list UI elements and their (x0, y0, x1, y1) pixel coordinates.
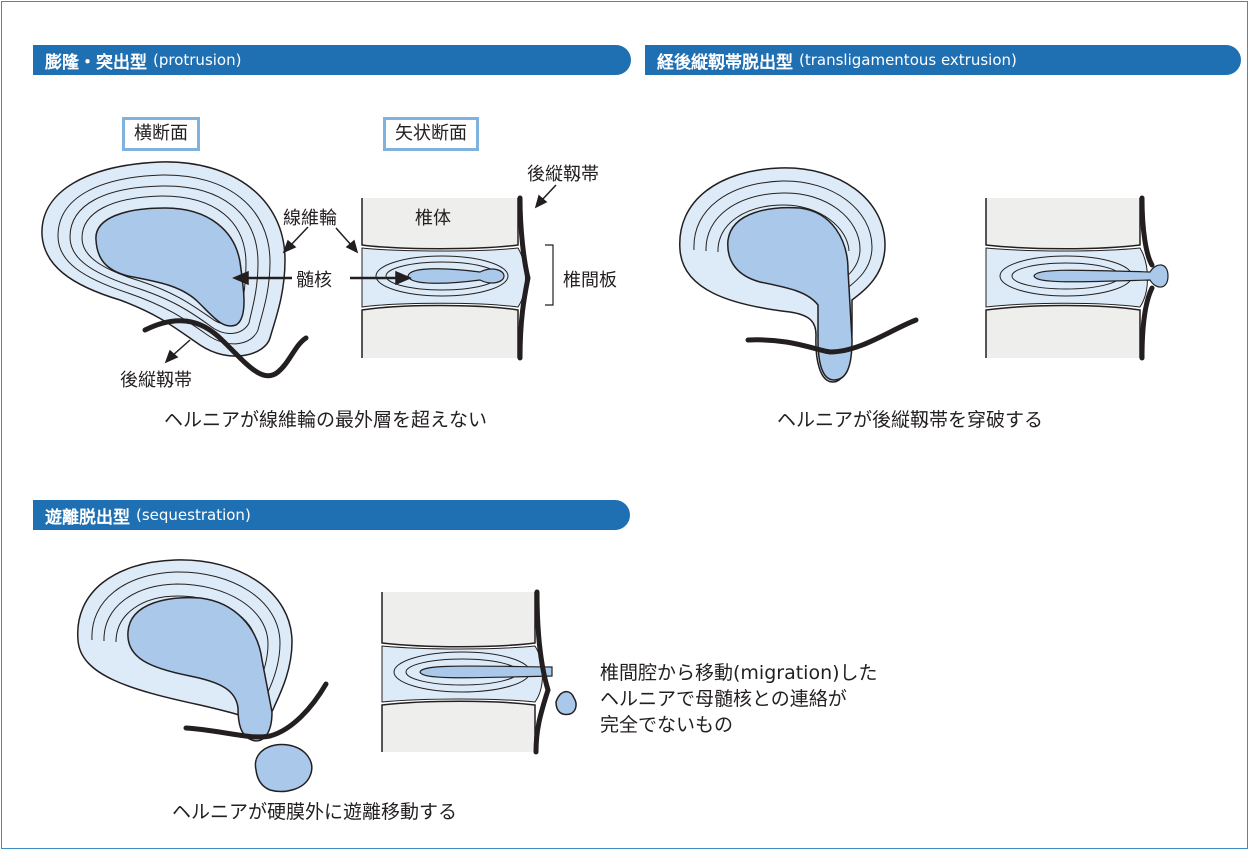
protrusion-axial-disc (41, 161, 309, 379)
extrusion-sagittal (985, 195, 1169, 361)
note-line-1: 椎間腔から移動(migration)した (600, 662, 878, 684)
caption-sequestration: ヘルニアが硬膜外に遊離移動する (172, 801, 458, 823)
label-axial: 横断面 (122, 117, 200, 151)
header-extrusion-jp: 経後縦靱帯脱出型 (657, 52, 793, 73)
header-sequestration: 遊離脱出型 (sequestration) (33, 500, 630, 530)
header-protrusion-jp: 膨隆・突出型 (45, 52, 147, 73)
label-vertebral-body: 椎体 (415, 208, 451, 229)
header-extrusion: 経後縦靱帯脱出型 (transligamentous extrusion) (645, 45, 1241, 75)
header-sequestration-en: (sequestration) (136, 506, 251, 524)
label-sagittal: 矢状断面 (383, 117, 479, 151)
sequestration-note: 椎間腔から移動(migration)した ヘルニアで母髄核との連絡が 完全でない… (600, 660, 878, 738)
note-line-2: ヘルニアで母髄核との連絡が (600, 688, 847, 710)
label-pll-bottom: 後縦靱帯 (120, 370, 192, 391)
label-disc: 椎間板 (563, 270, 617, 291)
sequestration-sagittal (381, 589, 577, 755)
header-sequestration-jp: 遊離脱出型 (45, 507, 130, 528)
header-protrusion: 膨隆・突出型 (protrusion) (33, 45, 631, 75)
label-pll-top: 後縦靱帯 (527, 164, 599, 185)
header-protrusion-en: (protrusion) (153, 51, 242, 69)
protrusion-arrows (164, 184, 557, 364)
header-extrusion-en: (transligamentous extrusion) (799, 51, 1017, 69)
protrusion-sagittal (361, 195, 554, 361)
note-line-3: 完全でないもの (600, 714, 734, 736)
caption-extrusion: ヘルニアが後縦靱帯を穿破する (777, 409, 1044, 431)
label-annulus: 線維輪 (283, 208, 337, 229)
caption-protrusion: ヘルニアが線維輪の最外層を超えない (164, 409, 488, 431)
sequestration-axial (77, 559, 329, 793)
extrusion-axial (679, 167, 919, 383)
label-nucleus: 髄核 (296, 270, 332, 291)
